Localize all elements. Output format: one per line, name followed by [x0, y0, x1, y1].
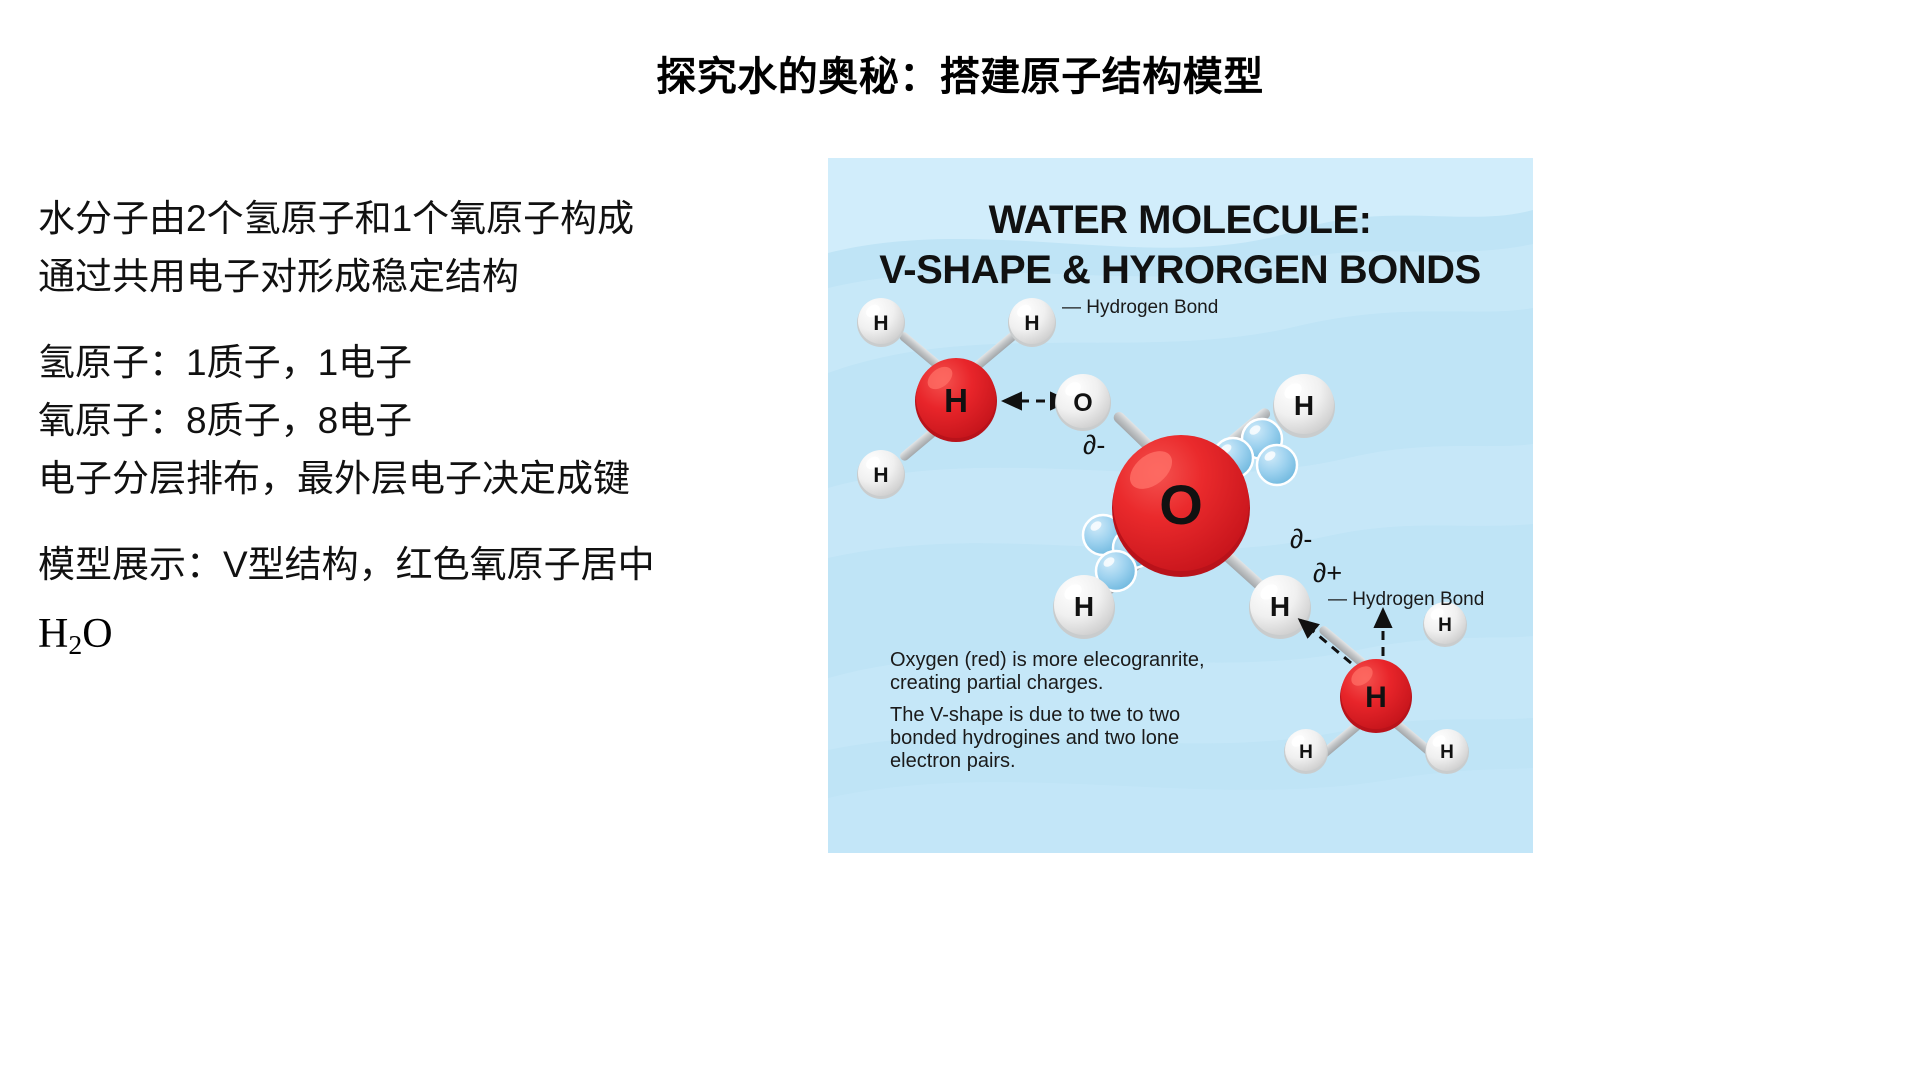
hydrogen-atom: H	[1008, 298, 1056, 347]
hydrogen-atom: H	[1423, 602, 1467, 647]
atom-label-hydrogen: H	[873, 464, 888, 487]
caption-line-4: bonded hydrogines and two lone	[890, 727, 1179, 749]
text-line: 氢原子：1质子，1电子	[38, 342, 413, 383]
charge-label-delta-negative: ∂-	[1290, 524, 1312, 554]
atom-label-hydrogen: H	[1438, 615, 1452, 636]
wave-decoration-bottom	[828, 768, 1533, 853]
atom-label-hydrogen: H	[1294, 390, 1314, 421]
hydrogen-atom: H	[857, 298, 905, 347]
hydrogen-bond-arrow-bottom-left	[1297, 618, 1352, 665]
main-water-molecule: O	[1053, 374, 1335, 639]
text-line: 水分子由2个氢原子和1个氧原子构成	[38, 198, 635, 239]
atom-label-hydrogen: H	[1074, 591, 1094, 622]
bond-rod	[1319, 626, 1366, 667]
hydrogen-bond-label-top: — Hydrogen Bond	[1062, 297, 1218, 318]
hydrogen-atom: H	[1053, 575, 1115, 639]
paragraph-atom-structure: 氢原子：1质子，1电子 氧原子：8质子，8电子 电子分层排布，最外层电子决定成键	[38, 334, 828, 508]
charge-label-delta-positive: ∂+	[1313, 558, 1342, 588]
bond-rod	[899, 332, 946, 373]
hydrogen-atom: H	[1425, 729, 1469, 774]
bond-rod	[970, 332, 1017, 373]
paragraph-composition: 水分子由2个氢原子和1个氧原子构成 通过共用电子对形成稳定结构	[38, 190, 828, 306]
chemical-formula: H2O	[38, 606, 828, 673]
atom-label-center: H	[944, 382, 968, 419]
satellite-molecule-bottom-right: H H H H	[1284, 602, 1469, 774]
atom-label-oxygen: O	[1159, 473, 1203, 536]
content-text-column: 水分子由2个氢原子和1个氧原子构成 通过共用电子对形成稳定结构 氢原子：1质子，…	[38, 190, 828, 673]
text-line: 氧原子：8质子，8电子	[38, 400, 413, 441]
hydrogen-bond-label-bottom: — Hydrogen Bond	[1328, 589, 1484, 610]
atom-label-center: H	[1365, 681, 1387, 714]
text-line: 模型展示：V型结构，红色氧原子居中	[38, 544, 655, 585]
charge-label-delta-negative: ∂-	[1083, 430, 1105, 460]
atom-label-oxygen-small: O	[1073, 389, 1092, 417]
hydrogen-atom: H	[1273, 374, 1335, 438]
bond-rod	[1389, 717, 1436, 758]
atom-label-hydrogen: H	[1024, 312, 1039, 335]
text-line: 通过共用电子对形成稳定结构	[38, 256, 519, 297]
figure-heading-line-2: V-SHAPE & HYRORGEN BONDS	[879, 248, 1480, 292]
oxygen-atom-central: O	[1112, 435, 1250, 577]
central-atom-red: H	[915, 358, 997, 442]
formula-element-o: O	[82, 611, 113, 657]
hydrogen-atom: H	[1284, 729, 1328, 774]
atom-label-hydrogen: H	[1299, 742, 1313, 763]
caption-line-3: The V-shape is due to twe to two	[890, 704, 1180, 726]
bond-rod	[1320, 717, 1367, 758]
atom-label-hydrogen: H	[1440, 742, 1454, 763]
satellite-molecule-top-left: H H H H	[857, 298, 1056, 499]
oxygen-atom-small: O	[1055, 374, 1111, 431]
caption-line-1: Oxygen (red) is more elecogranrite,	[890, 649, 1205, 671]
formula-element-h: H	[38, 611, 69, 657]
wave-decoration-top	[828, 158, 1533, 253]
paragraph-spacer	[38, 516, 828, 536]
paragraph-model-display: 模型展示：V型结构，红色氧原子居中	[38, 536, 828, 594]
formula-subscript: 2	[68, 629, 83, 661]
hydrogen-atom: H	[1249, 575, 1311, 639]
text-line: 电子分层排布，最外层电子决定成键	[38, 458, 630, 499]
atom-label-hydrogen: H	[873, 312, 888, 335]
caption-line-5: electron pairs.	[890, 750, 1016, 772]
atom-label-hydrogen: H	[1270, 591, 1290, 622]
hydrogen-atom: H	[857, 450, 905, 499]
figure-heading-line-1: WATER MOLECULE:	[989, 198, 1372, 242]
water-molecule-illustration: WATER MOLECULE: V-SHAPE & HYRORGEN BONDS…	[828, 158, 1533, 853]
central-atom-red: H	[1340, 659, 1412, 733]
page-title: 探究水的奥秘：搭建原子结构模型	[656, 55, 1264, 99]
paragraph-spacer	[38, 314, 828, 334]
caption-line-2: creating partial charges.	[890, 672, 1103, 694]
